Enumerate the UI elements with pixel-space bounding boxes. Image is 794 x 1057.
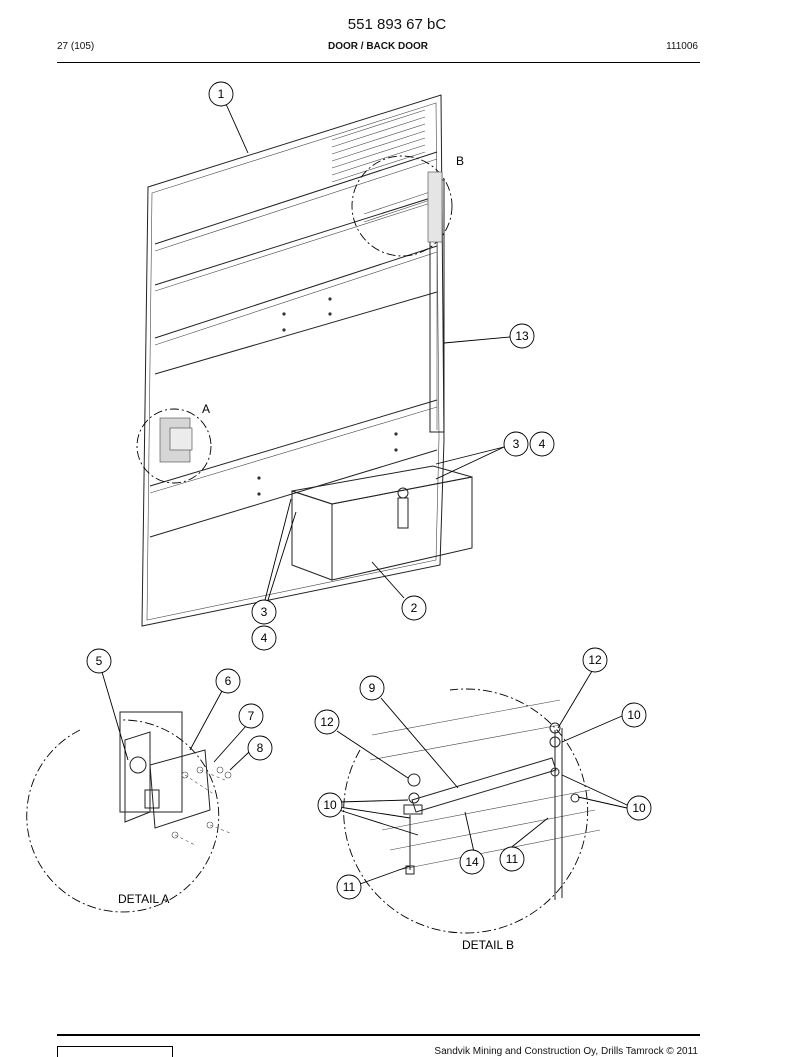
svg-text:3: 3	[513, 437, 520, 451]
detail-a-marker	[136, 408, 212, 484]
header-divider	[57, 62, 700, 63]
svg-text:8: 8	[257, 741, 264, 755]
callout-3-main-left: 3	[251, 599, 277, 625]
callout-2: 2	[401, 595, 427, 621]
svg-text:13: 13	[515, 329, 529, 343]
callout-3-main-right: 3	[503, 431, 529, 457]
footer-divider	[57, 1034, 700, 1036]
callout-5: 5	[86, 648, 112, 674]
svg-text:10: 10	[632, 801, 646, 815]
detail-a-caption: DETAIL A	[118, 892, 169, 906]
svg-text:4: 4	[539, 437, 546, 451]
svg-text:12: 12	[320, 715, 334, 729]
svg-text:6: 6	[225, 674, 232, 688]
svg-text:3: 3	[261, 605, 268, 619]
svg-text:12: 12	[588, 653, 602, 667]
footer-copyright: Sandvik Mining and Construction Oy, Dril…	[434, 1046, 698, 1057]
page-reference: 27 (105)	[57, 41, 95, 52]
callout-9: 9	[359, 675, 385, 701]
callout-7: 7	[238, 703, 264, 729]
svg-text:11: 11	[343, 880, 356, 894]
callout-1: 1	[208, 81, 234, 107]
detail-a-letter: A	[202, 402, 210, 416]
callout-8: 8	[247, 735, 273, 761]
document-number: 551 893 67 bC	[347, 16, 447, 33]
revision-date: 111006	[666, 41, 698, 52]
svg-text:1: 1	[218, 87, 225, 101]
svg-text:14: 14	[465, 855, 479, 869]
section-title: DOOR / BACK DOOR	[328, 41, 428, 52]
svg-text:4: 4	[261, 631, 268, 645]
detail-b-letter: B	[456, 154, 464, 168]
svg-text:9: 9	[369, 681, 376, 695]
svg-text:5: 5	[96, 654, 103, 668]
detail-b-caption: DETAIL B	[462, 938, 514, 952]
svg-text:10: 10	[627, 708, 641, 722]
detail-b-marker	[351, 155, 453, 257]
callout-4-main-left: 4	[251, 625, 277, 651]
callout-11-left: 11	[336, 874, 362, 900]
svg-text:11: 11	[506, 852, 519, 866]
callout-10-right-bottom: 10	[626, 795, 652, 821]
callout-13: 13	[509, 323, 535, 349]
toolbox	[291, 465, 473, 581]
callout-10-right-top: 10	[621, 702, 647, 728]
callout-12-right: 12	[582, 647, 608, 673]
callout-14: 14	[459, 849, 485, 875]
svg-text:10: 10	[323, 798, 337, 812]
detail-a-view	[26, 711, 232, 913]
door-panel	[141, 94, 445, 627]
company-logo	[57, 1046, 173, 1057]
svg-text:7: 7	[248, 709, 255, 723]
callout-10-left: 10	[317, 792, 343, 818]
callout-12-left: 12	[314, 709, 340, 735]
detail-b-view	[343, 688, 601, 934]
callout-6: 6	[215, 668, 241, 694]
callout-11-right: 11	[499, 846, 525, 872]
callout-4-main-right: 4	[529, 431, 555, 457]
svg-text:2: 2	[411, 601, 418, 615]
